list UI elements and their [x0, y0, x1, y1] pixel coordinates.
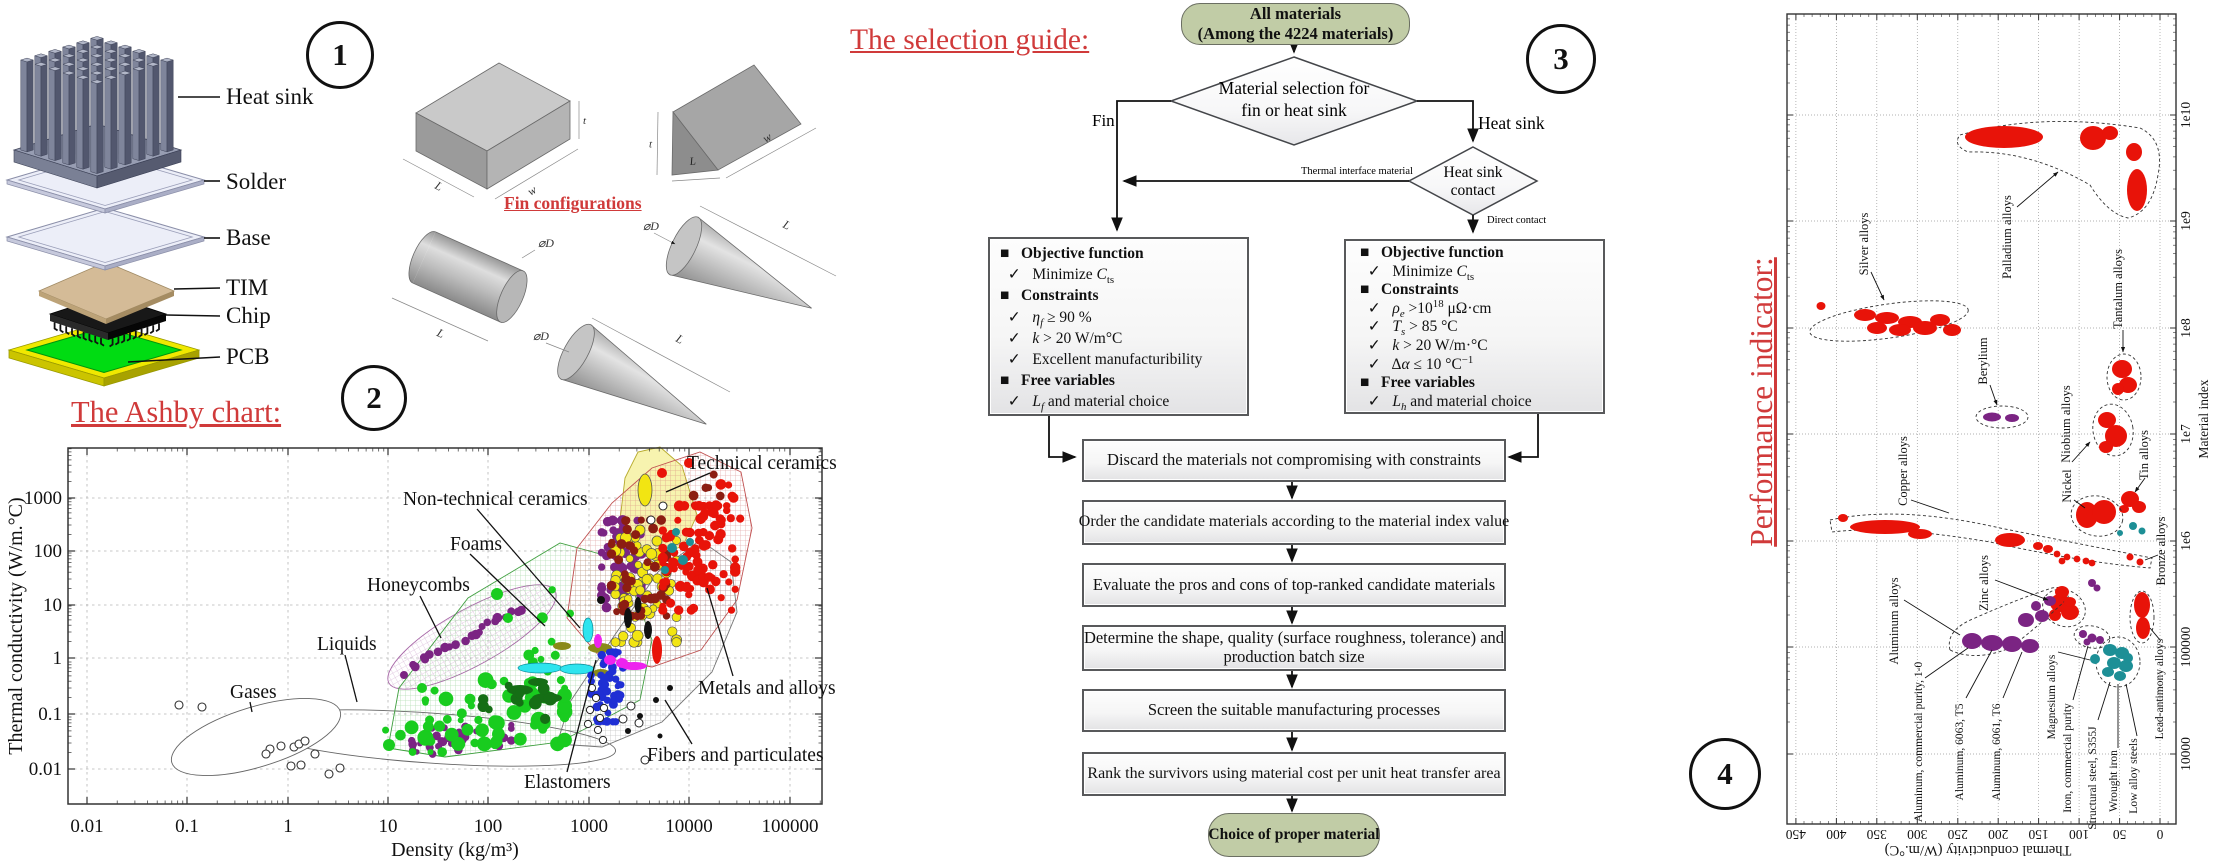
svg-text:Non-technical ceramics: Non-technical ceramics — [403, 489, 588, 510]
svg-text:Elastomers: Elastomers — [524, 772, 611, 793]
svg-text:Magnesium alloys: Magnesium alloys — [2046, 654, 2058, 739]
svg-text:PCB: PCB — [226, 344, 269, 369]
svg-text:1: 1 — [283, 816, 293, 837]
svg-text:100000: 100000 — [2178, 627, 2193, 668]
svg-text:Palladium alloys: Palladium alloys — [2000, 195, 2014, 279]
svg-text:Fibers and particulates: Fibers and particulates — [647, 745, 824, 766]
svg-text:1000: 1000 — [24, 488, 62, 509]
svg-text:1: 1 — [53, 648, 63, 669]
svg-text:Liquids: Liquids — [317, 634, 377, 655]
svg-text:Zinc alloys: Zinc alloys — [1977, 555, 1991, 611]
svg-text:100: 100 — [474, 816, 503, 837]
svg-text:Aluminum, 6061, T6: Aluminum, 6061, T6 — [1991, 703, 2003, 800]
svg-text:1e8: 1e8 — [2178, 318, 2193, 338]
svg-text:Technical ceramics: Technical ceramics — [687, 453, 837, 474]
svg-text:10000: 10000 — [2178, 737, 2193, 771]
svg-text:Bronze alloys: Bronze alloys — [2154, 516, 2168, 585]
svg-text:Berylium: Berylium — [1976, 337, 1990, 384]
svg-text:⌀D: ⌀D — [538, 236, 554, 250]
svg-text:200: 200 — [1988, 827, 2009, 842]
svg-text:Aluminum, commercial purity, 1: Aluminum, commercial purity, 1-0 — [1913, 661, 1925, 822]
svg-text:Copper alloys: Copper alloys — [1896, 436, 1910, 506]
svg-text:1000: 1000 — [570, 816, 608, 837]
svg-text:Gases: Gases — [230, 682, 277, 703]
svg-text:100000: 100000 — [762, 816, 819, 837]
svg-text:Tantalum alloys: Tantalum alloys — [2111, 249, 2125, 329]
svg-text:TIM: TIM — [226, 275, 268, 300]
svg-text:L: L — [688, 155, 696, 168]
svg-text:Thermal conductivity (W/m.°C): Thermal conductivity (W/m.°C) — [1885, 842, 2072, 858]
svg-text:Wrought iron: Wrought iron — [2108, 750, 2120, 812]
svg-text:300: 300 — [1907, 827, 1928, 842]
svg-text:Nickel: Nickel — [2060, 469, 2074, 503]
svg-text:Tin alloys: Tin alloys — [2137, 430, 2151, 480]
svg-text:1e7: 1e7 — [2178, 424, 2193, 444]
svg-text:Thermal conductivity (W/m.°C): Thermal conductivity (W/m.°C) — [5, 497, 27, 754]
svg-text:Solder: Solder — [226, 169, 286, 194]
svg-text:Silver alloys: Silver alloys — [1857, 212, 1871, 275]
svg-text:Niobium alloys: Niobium alloys — [2059, 385, 2073, 463]
svg-text:10: 10 — [43, 595, 62, 616]
svg-text:Honeycombs: Honeycombs — [367, 575, 470, 596]
svg-text:50: 50 — [2113, 827, 2127, 842]
svg-text:Structural steel, S355J: Structural steel, S355J — [2087, 726, 2099, 830]
svg-text:⌀D: ⌀D — [643, 219, 659, 233]
svg-text:350: 350 — [1866, 827, 1887, 842]
svg-text:Heat sink: Heat sink — [226, 84, 314, 109]
svg-text:Material index: Material index — [2196, 379, 2211, 458]
svg-text:Chip: Chip — [226, 303, 271, 328]
svg-text:Base: Base — [226, 225, 271, 250]
svg-text:0: 0 — [2156, 827, 2163, 842]
svg-text:400: 400 — [1826, 827, 1847, 842]
svg-text:1e10: 1e10 — [2178, 102, 2193, 128]
svg-text:Density (kg/m³): Density (kg/m³) — [391, 839, 519, 861]
svg-text:150: 150 — [2028, 827, 2049, 842]
svg-text:Iron, commercial purity: Iron, commercial purity — [2062, 703, 2074, 813]
svg-text:Metals and alloys: Metals and alloys — [698, 678, 836, 699]
svg-text:⌀D: ⌀D — [533, 329, 549, 343]
svg-text:0.1: 0.1 — [38, 704, 62, 725]
svg-text:t: t — [583, 115, 587, 127]
svg-text:t: t — [649, 139, 653, 151]
svg-text:1e9: 1e9 — [2178, 211, 2193, 231]
svg-text:100: 100 — [2069, 827, 2090, 842]
svg-text:Foams: Foams — [450, 534, 502, 555]
svg-text:0.01: 0.01 — [29, 759, 62, 780]
svg-text:10: 10 — [379, 816, 398, 837]
svg-text:450: 450 — [1786, 827, 1807, 842]
svg-text:0.01: 0.01 — [70, 816, 103, 837]
svg-text:Aluminum alloys: Aluminum alloys — [1887, 577, 1901, 664]
svg-text:Lead-antimony alloys: Lead-antimony alloys — [2154, 638, 2166, 739]
svg-text:100: 100 — [34, 541, 63, 562]
svg-text:Aluminum, 6063, T5: Aluminum, 6063, T5 — [1954, 703, 1966, 800]
svg-text:1e6: 1e6 — [2178, 531, 2193, 551]
svg-text:250: 250 — [1947, 827, 1968, 842]
svg-text:0.1: 0.1 — [175, 816, 199, 837]
svg-text:Low alloy steels: Low alloy steels — [2128, 738, 2140, 814]
svg-text:10000: 10000 — [665, 816, 713, 837]
